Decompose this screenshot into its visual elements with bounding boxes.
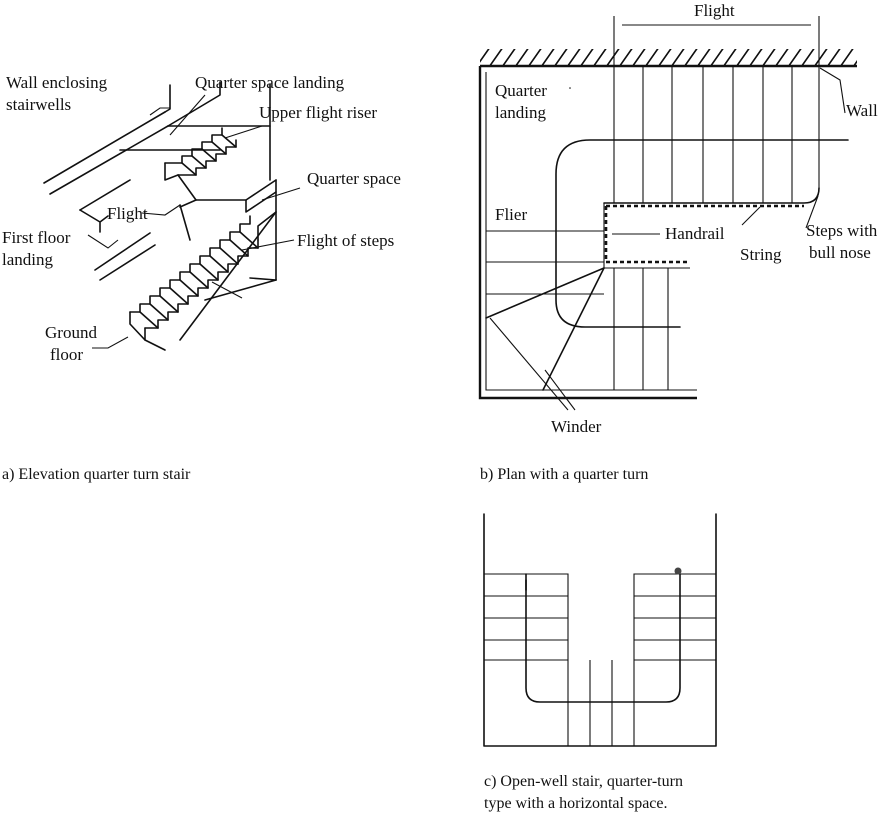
label-winder: Winder <box>551 417 602 436</box>
label-wall-enclosing-1: Wall enclosing <box>6 73 108 92</box>
label-flight-of-steps: Flight of steps <box>297 231 394 250</box>
label-steps-with: Steps with <box>806 221 878 240</box>
label-flight-a: Flight <box>107 204 148 223</box>
label-quarter-space-landing: Quarter space landing <box>195 73 345 92</box>
caption-c-2: type with a horizontal space. <box>484 795 668 812</box>
label-wall-enclosing-2: stairwells <box>6 95 71 114</box>
label-upper-flight-riser: Upper flight riser <box>259 103 377 122</box>
figure-c-open-well: c) Open-well stair, quarter-turn type wi… <box>483 513 717 812</box>
wall-hatch <box>480 49 857 65</box>
caption-a: a) Elevation quarter turn stair <box>2 466 191 483</box>
figure-b-plan: Flight Quarter landing Wall Flier Handra… <box>478 1 878 483</box>
label-flier: Flier <box>495 205 527 224</box>
figure-a-elevation: Wall enclosing stairwells Quarter space … <box>2 73 401 483</box>
label-first-floor-1: First floor <box>2 228 71 247</box>
label-handrail: Handrail <box>665 224 725 243</box>
handrail-end-dot <box>674 567 682 575</box>
caption-b: b) Plan with a quarter turn <box>480 466 648 483</box>
label-ground-2: floor <box>50 345 83 364</box>
label-bull-nose: bull nose <box>809 243 871 262</box>
label-ground-1: Ground <box>45 323 97 342</box>
label-quarter-1: Quarter <box>495 81 547 100</box>
label-quarter-2: landing <box>495 103 546 122</box>
caption-c-1: c) Open-well stair, quarter-turn <box>484 773 683 790</box>
label-quarter-space: Quarter space <box>307 169 401 188</box>
label-first-floor-2: landing <box>2 250 53 269</box>
label-string: String <box>740 245 782 264</box>
label-flight-b: Flight <box>694 1 735 20</box>
label-wall: Wall <box>846 101 878 120</box>
